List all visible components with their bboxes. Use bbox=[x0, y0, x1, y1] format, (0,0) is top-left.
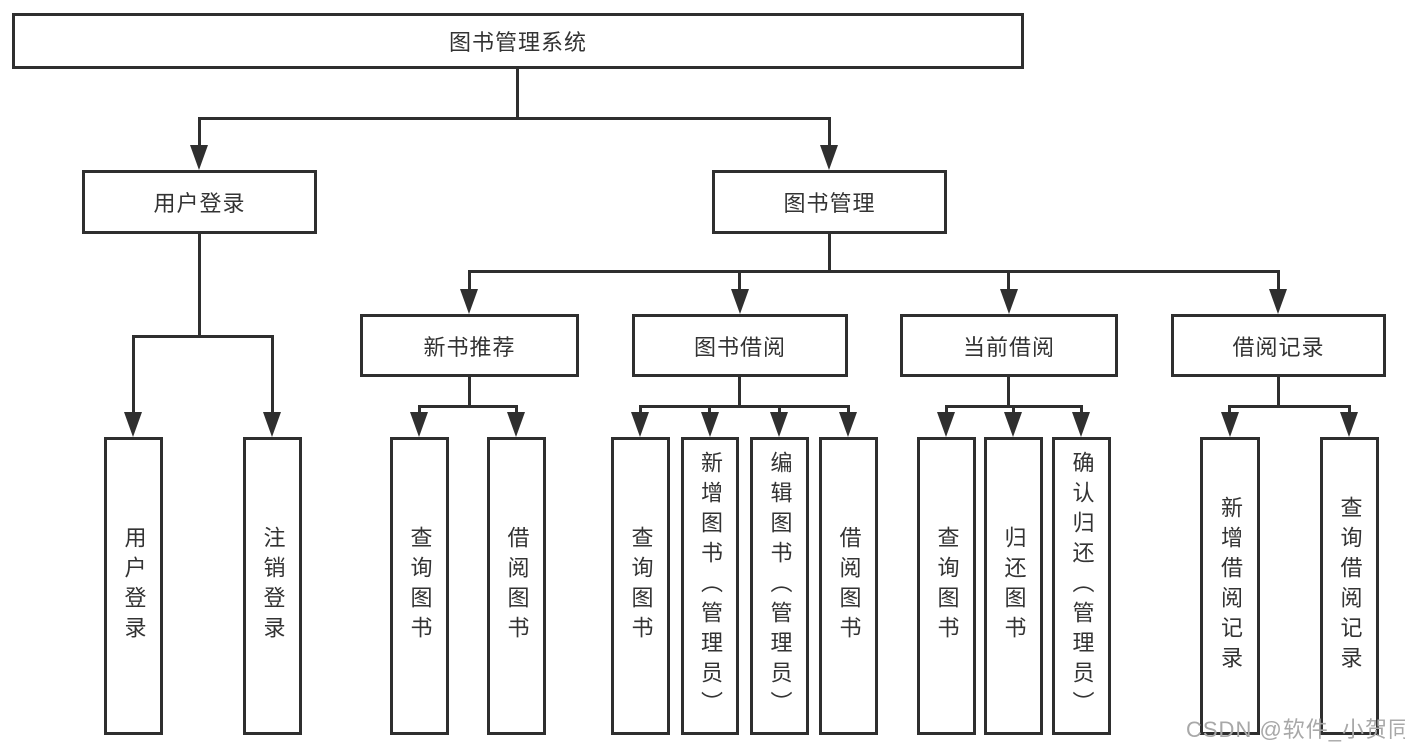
node-query-borrow-record: 查询借阅记录 bbox=[1320, 437, 1379, 735]
connector-line bbox=[515, 405, 518, 414]
connector-line bbox=[1007, 377, 1010, 405]
node-query-book-current: 查询图书 bbox=[917, 437, 976, 735]
connector-line bbox=[1228, 405, 1231, 414]
arrowhead-down-icon bbox=[701, 412, 719, 437]
node-book-management: 图书管理 bbox=[712, 170, 947, 234]
node-system-root: 图书管理系统 bbox=[12, 13, 1024, 69]
connector-line bbox=[945, 405, 948, 414]
connector-line bbox=[1348, 405, 1351, 414]
arrowhead-down-icon bbox=[1004, 412, 1022, 437]
connector-line bbox=[468, 270, 1280, 273]
connector-line bbox=[1012, 405, 1015, 414]
arrowhead-down-icon bbox=[190, 145, 208, 170]
node-book-management-label: 图书管理 bbox=[783, 191, 876, 216]
node-borrowing-records-label: 借阅记录 bbox=[1232, 334, 1325, 360]
arrowhead-down-icon bbox=[937, 412, 955, 437]
connector-line bbox=[639, 405, 642, 414]
node-borrow-book-recommend: 借阅图书 bbox=[487, 437, 546, 735]
node-borrow-book-borrowing-label: 借阅图书 bbox=[836, 526, 862, 646]
node-book-borrowing-label: 图书借阅 bbox=[693, 334, 786, 360]
connector-line bbox=[828, 117, 831, 147]
node-new-book-recommendation-label: 新书推荐 bbox=[423, 334, 516, 360]
connector-line bbox=[198, 117, 831, 120]
node-borrow-book-recommend-label: 借阅图书 bbox=[504, 526, 530, 646]
arrowhead-down-icon bbox=[460, 289, 478, 314]
node-user-login: 用户登录 bbox=[82, 170, 317, 234]
node-query-book-recommend-label: 查询图书 bbox=[407, 526, 433, 646]
arrowhead-down-icon bbox=[124, 412, 142, 437]
connector-line bbox=[738, 377, 741, 405]
node-return-book-label: 归还图书 bbox=[1001, 526, 1027, 646]
arrowhead-down-icon bbox=[839, 412, 857, 437]
node-borrow-book-borrowing: 借阅图书 bbox=[819, 437, 878, 735]
connector-line bbox=[778, 405, 781, 414]
csdn-watermark: CSDN @软件_小贺同学 bbox=[1186, 717, 1405, 742]
node-return-book: 归还图书 bbox=[984, 437, 1043, 735]
connector-line bbox=[198, 117, 201, 147]
node-add-book-admin: 新增图书（管理员） bbox=[681, 437, 739, 735]
node-borrowing-records: 借阅记录 bbox=[1171, 314, 1386, 377]
connector-line bbox=[418, 405, 517, 408]
arrowhead-down-icon bbox=[820, 145, 838, 170]
connector-line bbox=[198, 234, 201, 335]
arrowhead-down-icon bbox=[507, 412, 525, 437]
connector-line bbox=[271, 335, 274, 414]
connector-line bbox=[418, 405, 421, 414]
connector-line bbox=[708, 405, 711, 414]
node-query-book-borrowing: 查询图书 bbox=[611, 437, 670, 735]
arrowhead-down-icon bbox=[263, 412, 281, 437]
connector-line bbox=[828, 234, 831, 270]
arrowhead-down-icon bbox=[1221, 412, 1239, 437]
arrowhead-down-icon bbox=[631, 412, 649, 437]
node-query-book-borrowing-label: 查询图书 bbox=[628, 526, 654, 646]
node-add-borrow-record: 新增借阅记录 bbox=[1200, 437, 1260, 735]
node-query-borrow-record-label: 查询借阅记录 bbox=[1337, 496, 1363, 676]
arrowhead-down-icon bbox=[731, 289, 749, 314]
node-confirm-return-admin-label: 确认归还（管理员） bbox=[1069, 451, 1095, 721]
node-system-root-label: 图书管理系统 bbox=[448, 30, 587, 55]
arrowhead-down-icon bbox=[1340, 412, 1358, 437]
node-add-book-admin-label: 新增图书（管理员） bbox=[698, 451, 723, 721]
connector-line bbox=[132, 335, 135, 414]
node-current-borrowing: 当前借阅 bbox=[900, 314, 1118, 377]
connector-line bbox=[1277, 377, 1280, 405]
connector-line bbox=[738, 270, 741, 291]
node-confirm-return-admin: 确认归还（管理员） bbox=[1052, 437, 1111, 735]
node-edit-book-admin: 编辑图书（管理员） bbox=[750, 437, 809, 735]
connector-line bbox=[1228, 405, 1351, 408]
connector-line bbox=[516, 69, 519, 117]
connector-line bbox=[639, 405, 850, 408]
node-login-label: 用户登录 bbox=[121, 526, 147, 646]
node-query-book-current-label: 查询图书 bbox=[934, 526, 960, 646]
connector-line bbox=[1277, 270, 1280, 291]
arrowhead-down-icon bbox=[1269, 289, 1287, 314]
node-book-borrowing: 图书借阅 bbox=[632, 314, 848, 377]
node-logout: 注销登录 bbox=[243, 437, 302, 735]
connector-line bbox=[847, 405, 850, 414]
connector-line bbox=[468, 270, 471, 291]
node-new-book-recommendation: 新书推荐 bbox=[360, 314, 579, 377]
node-user-login-label: 用户登录 bbox=[153, 191, 246, 216]
arrowhead-down-icon bbox=[1072, 412, 1090, 437]
node-current-borrowing-label: 当前借阅 bbox=[962, 334, 1055, 360]
node-query-book-recommend: 查询图书 bbox=[390, 437, 449, 735]
arrowhead-down-icon bbox=[410, 412, 428, 437]
connector-line bbox=[1007, 270, 1010, 291]
connector-line bbox=[132, 335, 274, 338]
node-edit-book-admin-label: 编辑图书（管理员） bbox=[767, 451, 793, 721]
node-login: 用户登录 bbox=[104, 437, 163, 735]
connector-line bbox=[1080, 405, 1083, 414]
node-add-borrow-record-label: 新增借阅记录 bbox=[1218, 496, 1243, 676]
arrowhead-down-icon bbox=[1000, 289, 1018, 314]
arrowhead-down-icon bbox=[770, 412, 788, 437]
node-logout-label: 注销登录 bbox=[260, 526, 286, 646]
connector-line bbox=[468, 377, 471, 405]
